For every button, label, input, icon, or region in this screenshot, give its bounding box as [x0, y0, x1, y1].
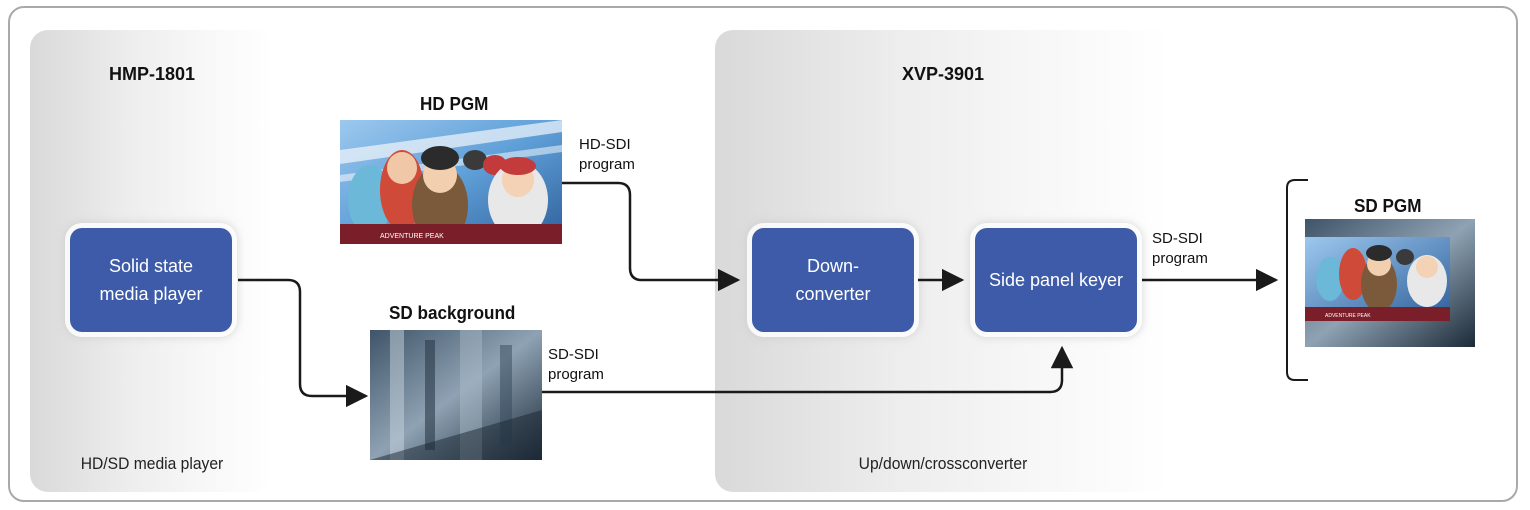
hd-pgm-title: HD PGM: [420, 94, 489, 114]
sd-background-title: SD background: [389, 303, 516, 323]
hd-sdi-arrow: [562, 181, 741, 292]
block-label: Side panel keyer: [988, 270, 1124, 290]
block-line: converter: [795, 284, 871, 304]
signal-line: SD-SDI: [548, 346, 599, 363]
skiers-image: ADVENTURE PEAK: [340, 120, 562, 244]
block-line: media player: [99, 284, 203, 304]
media-player-output-arrow: [238, 278, 369, 408]
signal-line: program: [579, 156, 635, 173]
signal-line: program: [1152, 250, 1208, 267]
solid-state-media-player-block: Solid state media player: [70, 228, 232, 332]
sd-sdi-background-label: SD-SDI program: [548, 345, 604, 385]
sd-background-arrow: [542, 345, 1074, 394]
downconverter-block: Down-converter: [752, 228, 914, 332]
xvp-3901-title: XVP-3901: [901, 64, 985, 84]
hd-pgm-caption: ADVENTURE PEAK: [380, 233, 444, 240]
hmp-1801-title: HMP-1801: [108, 64, 196, 84]
corridor-image: [370, 330, 542, 460]
sd-pgm-caption: ADVENTURE PEAK: [1325, 313, 1371, 319]
hmp-1801-subtitle: HD/SD media player: [80, 454, 224, 473]
block-line: Down-: [806, 256, 859, 276]
signal-line: SD-SDI: [1152, 230, 1203, 247]
sd-background-thumbnail: [370, 330, 542, 460]
signal-line: HD-SDI: [579, 136, 631, 153]
sd-pgm-bracket: [1286, 179, 1308, 381]
side-panel-keyer-block: Side panel keyer: [975, 228, 1137, 332]
xvp-3901-subtitle: Up/down/crossconverter: [858, 454, 1028, 473]
hd-pgm-thumbnail: ADVENTURE PEAK: [340, 120, 562, 244]
sd-output-image: ADVENTURE PEAK: [1305, 219, 1475, 347]
sd-sdi-output-label: SD-SDI program: [1152, 229, 1208, 269]
sd-pgm-title: SD PGM: [1354, 196, 1422, 216]
signal-line: program: [548, 366, 604, 383]
sd-pgm-thumbnail: ADVENTURE PEAK: [1305, 219, 1475, 347]
block-line: Solid state: [108, 256, 194, 276]
hd-sdi-label: HD-SDI program: [579, 135, 635, 175]
